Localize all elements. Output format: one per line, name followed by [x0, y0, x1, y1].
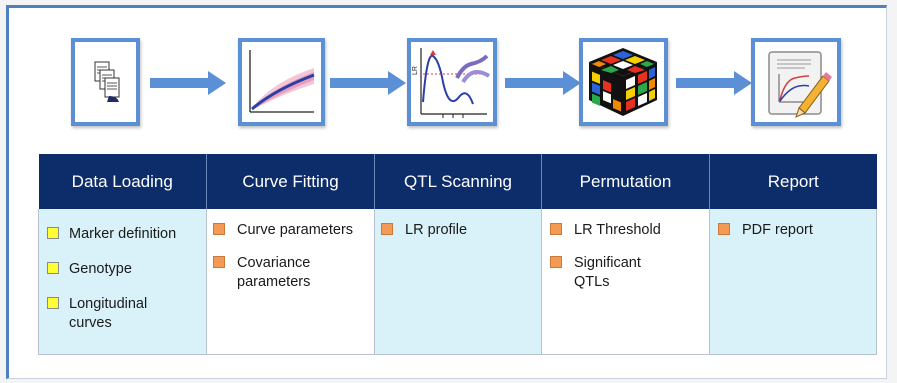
list-item: Marker definition	[47, 225, 202, 244]
data-loading-icon	[71, 38, 140, 126]
step-title-data-loading: Data Loading	[38, 154, 207, 209]
step-title-report: Report	[709, 154, 877, 209]
orange-square-bullet-icon	[213, 223, 225, 235]
list-item: Longitudinal curves	[47, 295, 202, 333]
orange-square-bullet-icon	[550, 256, 562, 268]
documents-icon	[94, 61, 120, 102]
yellow-square-bullet-icon	[47, 227, 59, 239]
orange-square-bullet-icon	[550, 223, 562, 235]
step-title-permutation: Permutation	[541, 154, 710, 209]
step-items-qtl-scanning: LR profile	[374, 209, 542, 355]
report-icon	[751, 38, 841, 126]
list-item: PDF report	[718, 221, 872, 240]
permutation-icon	[579, 38, 668, 126]
pipeline-table: Data Loading Curve Fitting QTL Scanning …	[38, 154, 877, 355]
step-items-curve-fitting: Curve parameters Covariance parameters	[206, 209, 375, 355]
arrow-1	[150, 71, 226, 95]
curve-fit-plot-icon	[249, 50, 315, 113]
report-pencil-icon	[768, 51, 832, 118]
arrow-2	[330, 71, 406, 95]
yellow-square-bullet-icon	[47, 297, 59, 309]
list-item: Curve parameters	[213, 221, 370, 240]
step-items-report: PDF report	[709, 209, 877, 355]
yellow-square-bullet-icon	[47, 262, 59, 274]
list-item: LR profile	[381, 221, 537, 240]
list-item: LR Threshold	[550, 221, 705, 240]
list-item: Significant QTLs	[550, 254, 705, 292]
step-items-permutation: LR Threshold Significant QTLs	[541, 209, 710, 355]
qtl-scanning-icon: LR	[407, 38, 497, 126]
step-title-curve-fitting: Curve Fitting	[206, 154, 375, 209]
arrow-3	[505, 71, 581, 95]
list-item: Covariance parameters	[213, 254, 370, 292]
orange-square-bullet-icon	[213, 256, 225, 268]
step-title-qtl-scanning: QTL Scanning	[374, 154, 542, 209]
lr-profile-chromosome-icon: LR	[412, 48, 491, 118]
orange-square-bullet-icon	[381, 223, 393, 235]
curve-fitting-icon	[238, 38, 325, 126]
orange-square-bullet-icon	[718, 223, 730, 235]
rubiks-cube-icon	[589, 48, 657, 116]
step-items-data-loading: Marker definition Genotype Longitudinal …	[38, 209, 207, 355]
lr-axis-label: LR	[412, 66, 419, 75]
arrow-4	[676, 71, 752, 95]
list-item: Genotype	[47, 260, 202, 279]
